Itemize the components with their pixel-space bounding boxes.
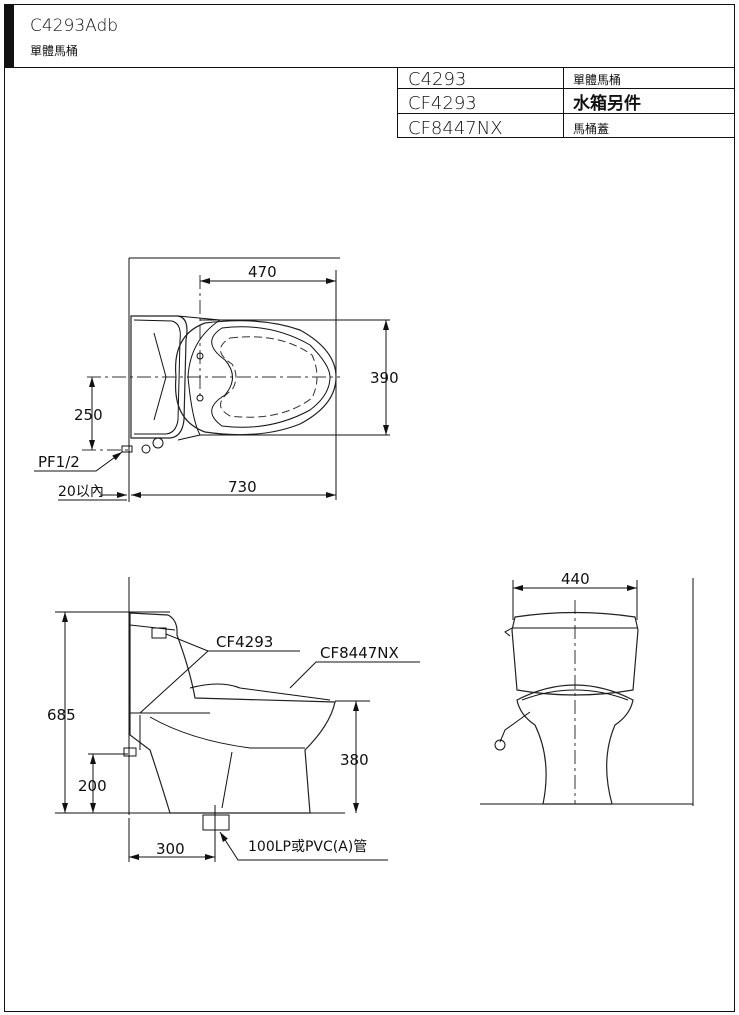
sheet-border bbox=[4, 4, 735, 1012]
front-view: 440 bbox=[480, 570, 694, 806]
part-code: CF8447NX bbox=[408, 118, 503, 139]
model-title: C4293Adb bbox=[30, 16, 118, 36]
dim-length-label: 730 bbox=[228, 478, 257, 496]
dim-supply-offset-label: 250 bbox=[74, 406, 103, 424]
dim-width-label: 470 bbox=[248, 263, 277, 281]
dim-supply-height-label: 200 bbox=[78, 777, 107, 795]
seat-part-label: CF8447NX bbox=[320, 644, 399, 662]
part-code: CF4293 bbox=[408, 93, 477, 114]
side-view: CF4293 CF8447NX 685 200 380 300 100LP或PV… bbox=[47, 577, 420, 862]
supply-size-label: PF1/2 bbox=[38, 453, 80, 471]
dim-height-label: 685 bbox=[47, 706, 76, 724]
part-code: C4293 bbox=[408, 69, 466, 90]
model-subtitle: 單體馬桶 bbox=[30, 43, 78, 58]
top-view: 470 390 250 PF1/2 20以內 730 bbox=[34, 257, 399, 502]
part-desc: 馬桶蓋 bbox=[573, 121, 609, 136]
header-bar bbox=[4, 4, 14, 67]
tank-part-label: CF4293 bbox=[216, 633, 273, 651]
dim-seat-height-label: 380 bbox=[340, 751, 369, 769]
dim-rough-in-label: 300 bbox=[156, 840, 185, 858]
parts-table: C4293 單體馬桶 CF4293 水箱另件 CF8447NX 馬桶蓋 bbox=[397, 67, 735, 139]
drain-pipe-label: 100LP或PVC(A)管 bbox=[248, 839, 367, 855]
part-desc: 單體馬桶 bbox=[573, 72, 621, 87]
part-desc: 水箱另件 bbox=[573, 93, 641, 114]
wall-gap-label: 20以內 bbox=[58, 484, 104, 500]
dim-front-width-label: 440 bbox=[561, 570, 590, 588]
dim-depth-label: 390 bbox=[370, 369, 399, 387]
